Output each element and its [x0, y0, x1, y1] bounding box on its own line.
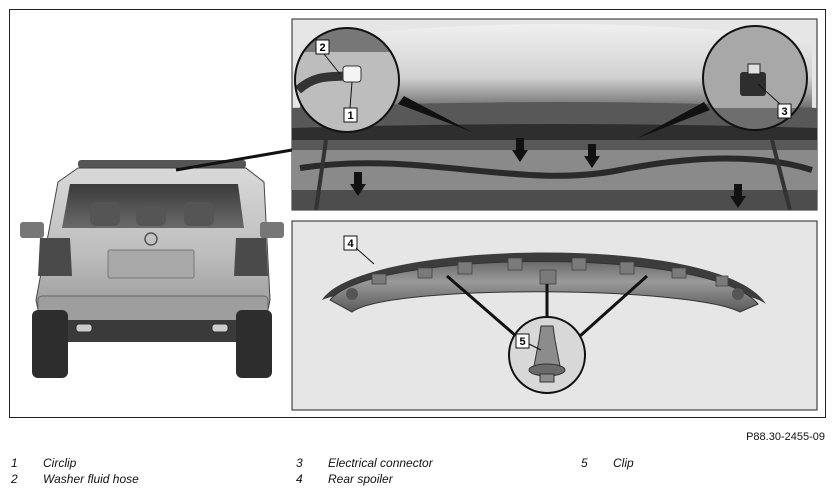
figure-reference-code: P88.30-2455-09	[746, 431, 825, 443]
legend-item: 5 Clip	[581, 455, 634, 471]
legend-item: 2 Washer fluid hose	[11, 471, 139, 487]
legend-item: 3 Electrical connector	[296, 455, 433, 471]
legend-column-3: 5 Clip	[581, 455, 634, 471]
legend-number: 5	[581, 456, 588, 470]
technical-illustration: 2 1 3	[20, 18, 818, 411]
legend-item: 4 Rear spoiler	[296, 471, 433, 487]
clip-location-arrows	[350, 138, 746, 208]
rear-spoiler-panel: 4 5	[291, 220, 818, 411]
legend-number: 1	[11, 456, 18, 470]
callout-5: 5	[519, 336, 525, 348]
legend-number: 2	[11, 472, 18, 486]
legend-number: 4	[296, 472, 303, 486]
vehicle-rear-view	[20, 148, 293, 378]
legend-label: Clip	[613, 456, 634, 470]
legend-number: 3	[296, 456, 303, 470]
legend-label: Circlip	[43, 456, 77, 470]
legend-column-1: 1 Circlip 2 Washer fluid hose	[11, 455, 139, 487]
legend-column-2: 3 Electrical connector 4 Rear spoiler	[296, 455, 433, 487]
callout-2: 2	[319, 42, 325, 54]
legend-label: Electrical connector	[328, 456, 433, 470]
callout-1: 1	[347, 110, 353, 122]
legend-label: Washer fluid hose	[43, 472, 139, 486]
callout-3: 3	[781, 106, 787, 118]
callout-4: 4	[347, 238, 354, 250]
legend-label: Rear spoiler	[328, 472, 393, 486]
legend-item: 1 Circlip	[11, 455, 139, 471]
tailgate-detail-panel: 2 1 3	[291, 18, 818, 211]
